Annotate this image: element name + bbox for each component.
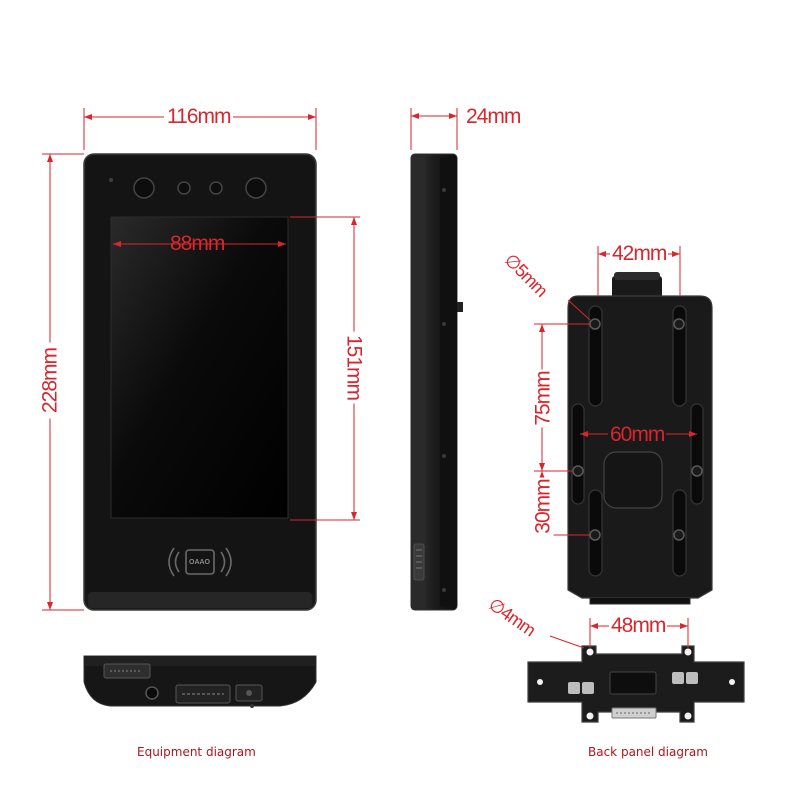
middle-hole-spacing-label: 60mm bbox=[608, 423, 667, 446]
touch-screen bbox=[110, 216, 289, 519]
camera-lens-left bbox=[133, 177, 155, 199]
height-label: 228mm bbox=[39, 342, 62, 419]
sensor-left bbox=[177, 181, 191, 195]
width-label: 116mm bbox=[164, 106, 234, 127]
front-view-device bbox=[83, 153, 317, 611]
bottom-jack bbox=[145, 686, 159, 700]
screen-height-label: 151mm bbox=[343, 331, 366, 404]
top-hole-spacing-label: 42mm bbox=[610, 242, 669, 265]
sensor-right bbox=[209, 181, 223, 195]
back-mounting-plate bbox=[567, 272, 713, 605]
back-panel-caption: Back panel diagram bbox=[588, 745, 708, 759]
bracket-hole-spacing-label: 48mm bbox=[609, 614, 668, 637]
side-view-device bbox=[410, 153, 463, 611]
mounting-bracket bbox=[527, 645, 745, 723]
camera-lens-right bbox=[245, 177, 267, 199]
indicator-dot bbox=[109, 178, 113, 182]
vertical-spacing-label: 75mm bbox=[531, 369, 555, 428]
front-dimension-arrows bbox=[47, 114, 357, 610]
screen-width-label: 88mm bbox=[170, 232, 225, 255]
equipment-caption: Equipment diagram bbox=[137, 745, 256, 759]
card-reader-label: OAAO bbox=[189, 559, 210, 566]
bottom-view-device bbox=[83, 655, 317, 708]
lower-spacing-label: 30mm bbox=[531, 477, 555, 536]
depth-label: 24mm bbox=[466, 105, 521, 128]
card-reader-icon bbox=[168, 547, 232, 577]
